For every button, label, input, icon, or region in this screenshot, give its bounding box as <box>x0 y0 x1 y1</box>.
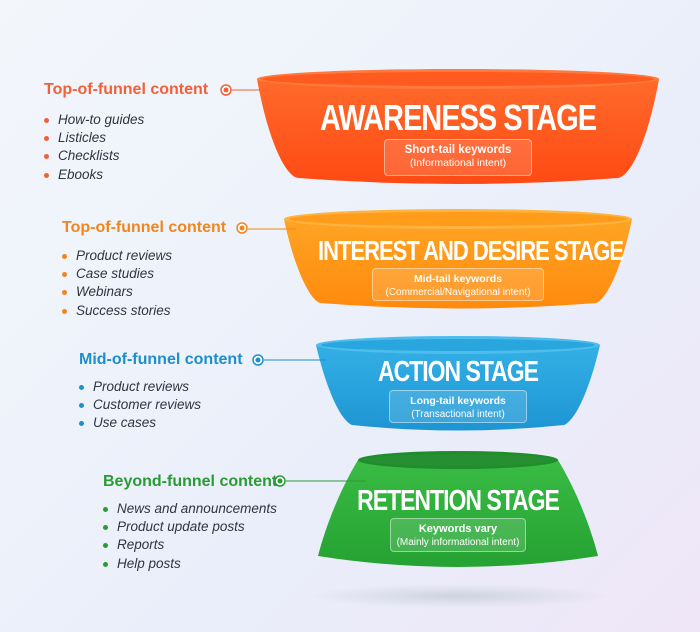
content-list-3: Product reviews Customer reviews Use cas… <box>79 378 201 433</box>
bullet-icon <box>44 136 49 142</box>
content-list-4: News and announcements Product update po… <box>103 500 277 573</box>
list-item: Case studies <box>62 265 172 283</box>
bullet-icon <box>44 154 49 160</box>
list-item: Webinars <box>62 283 172 301</box>
keyword-box-awareness: Short-tail keywords (Informational inten… <box>384 139 532 176</box>
list-item: Listicles <box>44 129 144 147</box>
intent-label: (Transactional intent) <box>411 409 505 420</box>
intent-label: (Informational intent) <box>409 157 507 169</box>
stage-title-awareness: AWARENESS STAGE <box>319 98 597 139</box>
bullet-icon <box>79 385 84 390</box>
awareness-funnel-segment <box>257 69 659 184</box>
keyword-label: Short-tail keywords <box>404 144 512 156</box>
bullet-icon <box>103 507 108 512</box>
bullet-icon <box>103 543 108 549</box>
bullet-icon <box>79 403 84 409</box>
content-heading-1: Top-of-funnel content <box>44 81 209 98</box>
interest-funnel-segment <box>284 209 632 309</box>
list-item: Ebooks <box>44 166 144 184</box>
content-list-2: Product reviews Case studies Webinars Su… <box>62 247 172 320</box>
list-item: Success stories <box>62 302 172 320</box>
bullet-icon <box>62 308 67 314</box>
keyword-label: Mid-tail keywords <box>413 273 503 285</box>
list-item: Product reviews <box>62 247 172 265</box>
bullet-icon <box>44 118 49 123</box>
stage-title-action: ACTION STAGE <box>377 354 539 388</box>
stage-title-interest: INTEREST AND DESIRE STAGE <box>318 234 624 266</box>
bullet-icon <box>103 561 108 567</box>
list-item: Product reviews <box>79 378 201 396</box>
keyword-label: Keywords vary <box>418 523 498 535</box>
bullet-icon <box>79 421 84 427</box>
list-item: News and announcements <box>103 500 277 518</box>
list-item: Customer reviews <box>79 396 201 414</box>
list-item: Product update posts <box>103 518 277 536</box>
connector-3 <box>252 354 326 366</box>
bullet-icon <box>62 254 67 259</box>
content-list-1: How-to guides Listicles Checklists Ebook… <box>44 111 144 184</box>
list-item: Checklists <box>44 147 144 165</box>
content-heading-3: Mid-of-funnel content <box>79 351 243 368</box>
bullet-icon <box>44 172 49 178</box>
connector-2 <box>236 222 296 234</box>
bullet-icon <box>103 525 108 531</box>
keyword-box-action: Long-tail keywords (Transactional intent… <box>389 390 527 423</box>
list-item: Use cases <box>79 414 201 432</box>
connector-1 <box>220 84 268 96</box>
content-heading-4: Beyond-funnel content <box>103 473 278 490</box>
connector-4 <box>274 475 366 487</box>
keyword-label: Long-tail keywords <box>410 395 506 407</box>
action-funnel-segment <box>316 336 600 431</box>
stage-title-retention: RETENTION STAGE <box>357 483 560 517</box>
list-item: How-to guides <box>44 111 144 129</box>
keyword-box-retention: Keywords vary (Mainly informational inte… <box>390 518 526 552</box>
bullet-icon <box>62 290 67 296</box>
keyword-box-interest: Mid-tail keywords (Commercial/Navigation… <box>372 268 544 301</box>
list-item: Reports <box>103 536 277 554</box>
content-heading-2: Top-of-funnel content <box>62 219 227 236</box>
list-item: Help posts <box>103 555 277 573</box>
ground-shadow <box>308 584 608 608</box>
bullet-icon <box>62 272 67 278</box>
retention-funnel-segment <box>318 451 598 567</box>
intent-label: (Commercial/Navigational intent) <box>385 287 531 298</box>
intent-label: (Mainly informational intent) <box>396 537 520 548</box>
